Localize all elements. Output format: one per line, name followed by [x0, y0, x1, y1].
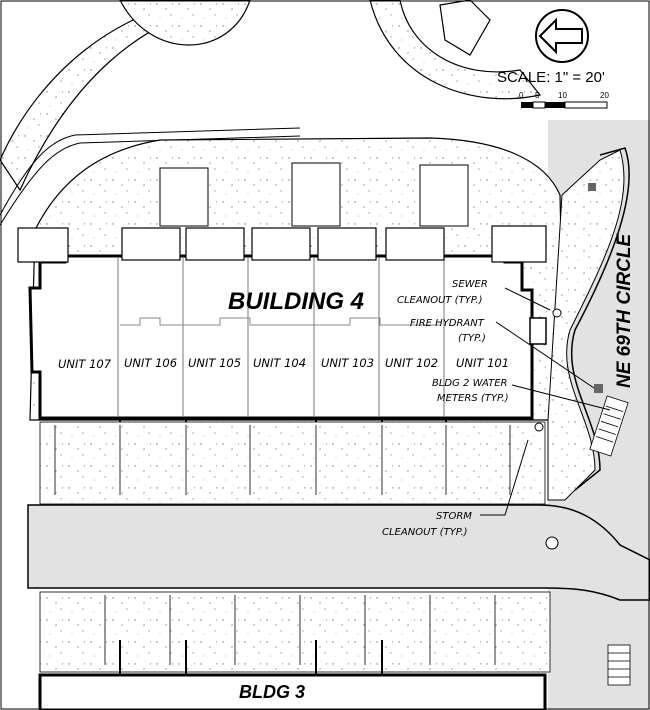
hydrant-callout-2: (TYP.) — [458, 333, 486, 344]
meters-callout-2: METERS (TYP.) — [437, 393, 509, 404]
fire-hydrant — [594, 384, 603, 393]
curb — [570, 147, 630, 491]
parking-stalls-north — [39, 421, 546, 505]
manhole — [545, 536, 559, 550]
entry-notches — [159, 162, 469, 227]
curb-band — [547, 149, 625, 501]
sewer-cleanout — [552, 308, 562, 318]
unit-label: UNIT 101 — [456, 356, 509, 370]
storm-callout-2: CLEANOUT (TYP.) — [382, 527, 468, 538]
parking-stalls-south — [39, 591, 551, 673]
sewer-callout-2: CLEANOUT (TYP.) — [397, 295, 483, 306]
stall-lines-north — [54, 425, 511, 495]
building-title: BUILDING 4 — [228, 288, 364, 315]
unit-label: UNIT 105 — [188, 356, 241, 370]
scale-tick-5: 5 — [535, 91, 540, 100]
hydrant-callout-1: FIRE HYDRANT — [410, 318, 485, 329]
callouts: SEWER CLEANOUT (TYP.) FIRE HYDRANT (TYP.… — [382, 279, 509, 538]
arrow-left-icon — [538, 17, 583, 55]
scale-tick-0: 0 — [519, 91, 524, 100]
street-name: NE 69TH CIRCLE — [614, 233, 635, 388]
bldg-3-stubs — [119, 640, 383, 675]
storm-cleanout — [534, 422, 544, 432]
stall-lines-south — [104, 595, 496, 665]
north-arrow — [535, 9, 589, 63]
unit-labels: UNIT 107 UNIT 106 UNIT 105 UNIT 104 UNIT… — [58, 356, 509, 371]
scale-label: SCALE: 1" = 20' — [497, 69, 605, 86]
unit-label: UNIT 103 — [321, 356, 374, 370]
top-walkways — [0, 0, 542, 192]
drive-aisle — [27, 504, 650, 601]
unit-label: UNIT 102 — [385, 356, 438, 370]
building-4 — [17, 225, 547, 452]
meters-callout-1: BLDG 2 WATER — [432, 378, 507, 389]
scale-tick-20: 20 — [600, 91, 609, 100]
fence — [0, 127, 301, 226]
unit-label: UNIT 104 — [253, 356, 306, 370]
storm-callout-1: STORM — [436, 511, 472, 522]
bldg-3-outline — [38, 673, 547, 710]
unit-label: UNIT 107 — [58, 357, 112, 371]
sewer-callout-1: SEWER — [452, 279, 488, 290]
unit-label: UNIT 106 — [124, 356, 177, 370]
scale-tick-10: 10 — [558, 91, 567, 100]
scale-bar: SCALE: 1" = 20' 0 5 10 20 — [497, 69, 609, 109]
hydrant-2 — [588, 183, 596, 191]
bldg-3-title: BLDG 3 — [239, 682, 305, 702]
water-meters — [589, 395, 631, 686]
leader-lines — [480, 287, 611, 516]
